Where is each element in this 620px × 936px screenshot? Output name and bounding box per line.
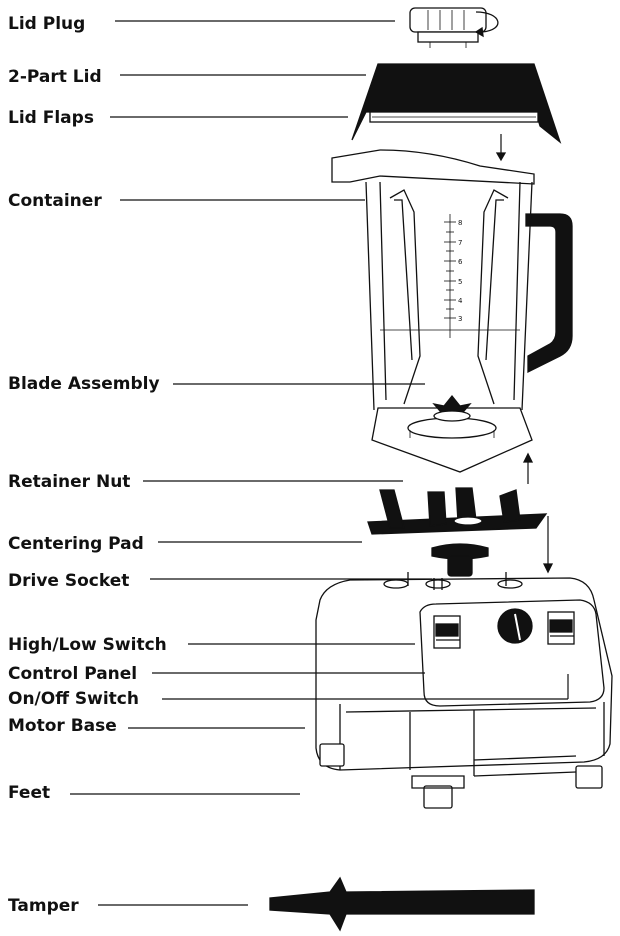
centering-pad-fin bbox=[379, 489, 405, 529]
label-lid-flaps: Lid Flaps bbox=[8, 108, 94, 128]
label-control-panel: Control Panel bbox=[8, 664, 137, 684]
two-part-lid-shell bbox=[351, 63, 562, 144]
tamper-illustration bbox=[269, 876, 535, 932]
label-two-part-lid: 2-Part Lid bbox=[8, 67, 102, 87]
label-feet: Feet bbox=[8, 783, 50, 803]
lid-plug-cap bbox=[409, 7, 487, 33]
speed-knob bbox=[497, 608, 533, 644]
foot bbox=[575, 765, 603, 789]
centering-pad-hole bbox=[453, 516, 483, 526]
container-rib-right bbox=[477, 189, 509, 405]
centering-pad-illustration bbox=[367, 487, 548, 535]
arrow-down-icon bbox=[495, 152, 507, 162]
drive-socket-head bbox=[431, 543, 489, 560]
container-walls bbox=[365, 181, 533, 411]
rotate-arrowhead-icon bbox=[474, 26, 484, 38]
label-tamper: Tamper bbox=[8, 896, 79, 916]
label-container: Container bbox=[8, 191, 102, 211]
container-rim bbox=[331, 149, 535, 185]
lid-plug-illustration bbox=[409, 7, 499, 48]
arrow-up-icon bbox=[522, 452, 534, 463]
control-panel-outline bbox=[419, 599, 605, 707]
label-on-off-switch: On/Off Switch bbox=[8, 689, 139, 709]
scale-number: 8 bbox=[458, 219, 462, 227]
container-scale: 8 7 6 5 4 3 bbox=[444, 214, 463, 338]
scale-number: 7 bbox=[458, 239, 462, 247]
label-motor-base: Motor Base bbox=[8, 716, 117, 736]
container-inner-walls bbox=[379, 181, 521, 401]
label-lid-plug: Lid Plug bbox=[8, 14, 85, 34]
lid-illustration bbox=[351, 63, 562, 144]
part-labels: Lid Plug 2-Part Lid Lid Flaps Container … bbox=[8, 14, 167, 916]
container-handle bbox=[525, 213, 573, 374]
tamper-body bbox=[269, 876, 535, 932]
container-rib-left bbox=[389, 189, 421, 405]
motor-base-illustration bbox=[315, 572, 613, 809]
drive-socket-shaft bbox=[447, 555, 473, 577]
foot bbox=[423, 785, 453, 809]
scale-number: 4 bbox=[458, 297, 463, 305]
scale-number: 6 bbox=[458, 258, 463, 266]
label-blade-assembly: Blade Assembly bbox=[8, 374, 160, 394]
label-drive-socket: Drive Socket bbox=[8, 571, 129, 591]
lid-plug-neck bbox=[417, 31, 479, 43]
scale-number: 5 bbox=[458, 278, 462, 286]
leader-lines bbox=[70, 20, 569, 906]
label-centering-pad: Centering Pad bbox=[8, 534, 144, 554]
scale-number: 3 bbox=[458, 315, 462, 323]
arrow-down-icon bbox=[542, 563, 554, 574]
rotate-arrow-icon bbox=[475, 11, 499, 33]
foot bbox=[319, 743, 345, 767]
container-illustration: 8 7 6 5 4 3 bbox=[331, 149, 573, 473]
label-retainer-nut: Retainer Nut bbox=[8, 472, 130, 492]
drive-socket-illustration bbox=[431, 543, 489, 577]
container-base bbox=[371, 407, 533, 473]
label-high-low-switch: High/Low Switch bbox=[8, 635, 167, 655]
